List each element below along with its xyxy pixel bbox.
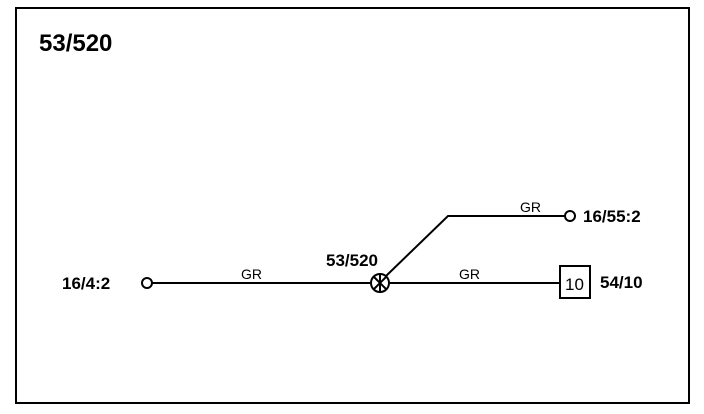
splice-icon [370, 273, 390, 293]
connector-upper-right-terminal [564, 210, 576, 222]
component-box [559, 265, 591, 299]
connector-left-terminal [141, 277, 153, 289]
diagram-title: 53/520 [39, 30, 112, 57]
connector-upper-right-label: 16/55:2 [583, 207, 641, 226]
connector-left-label: 16/4:2 [62, 274, 110, 293]
component-box-label: 10 [565, 275, 584, 294]
wire-left-color-label: GR [241, 266, 262, 282]
diagram-frame [15, 7, 690, 404]
wire-upper-color-label: GR [520, 199, 541, 215]
wire-upper [385, 215, 565, 277]
connector-right-label: 54/10 [600, 273, 643, 292]
wire-right-color-label: GR [459, 266, 480, 282]
splice-label: 53/520 [326, 251, 378, 270]
